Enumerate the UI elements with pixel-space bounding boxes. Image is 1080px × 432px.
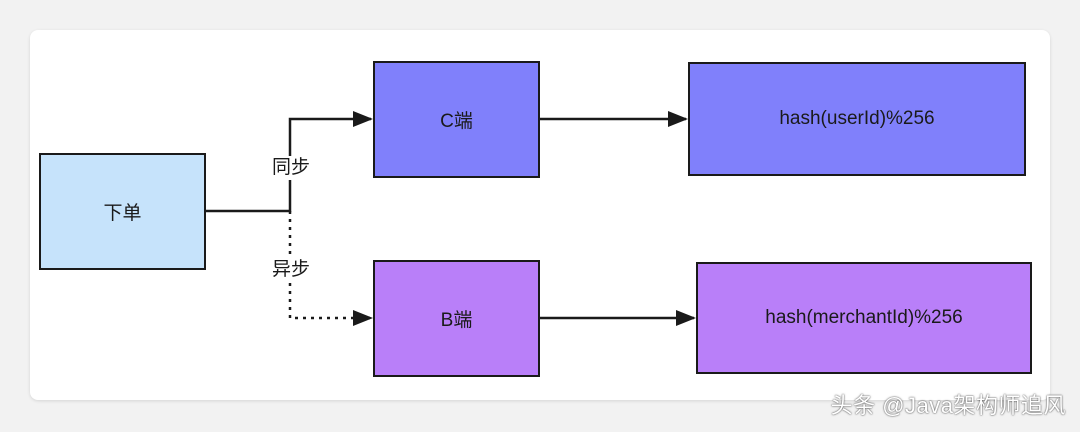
hash-user-node-label: hash(userId)%256 bbox=[779, 108, 935, 129]
order-node-label: 下单 bbox=[103, 203, 142, 224]
sync-label: 同步 bbox=[270, 156, 313, 180]
b-side-node: B端 bbox=[373, 260, 540, 377]
hash-user-node: hash(userId)%256 bbox=[688, 62, 1026, 176]
c-side-node: C端 bbox=[373, 61, 540, 178]
c-side-node-label: C端 bbox=[440, 111, 473, 132]
hash-merchant-node: hash(merchantId)%256 bbox=[696, 262, 1032, 374]
watermark: 头条 @Java架构师追风 bbox=[830, 393, 1066, 418]
async-label: 异步 bbox=[270, 258, 313, 282]
b-side-node-label: B端 bbox=[440, 310, 473, 331]
order-node: 下单 bbox=[39, 153, 206, 270]
hash-merchant-node-label: hash(merchantId)%256 bbox=[765, 307, 963, 328]
